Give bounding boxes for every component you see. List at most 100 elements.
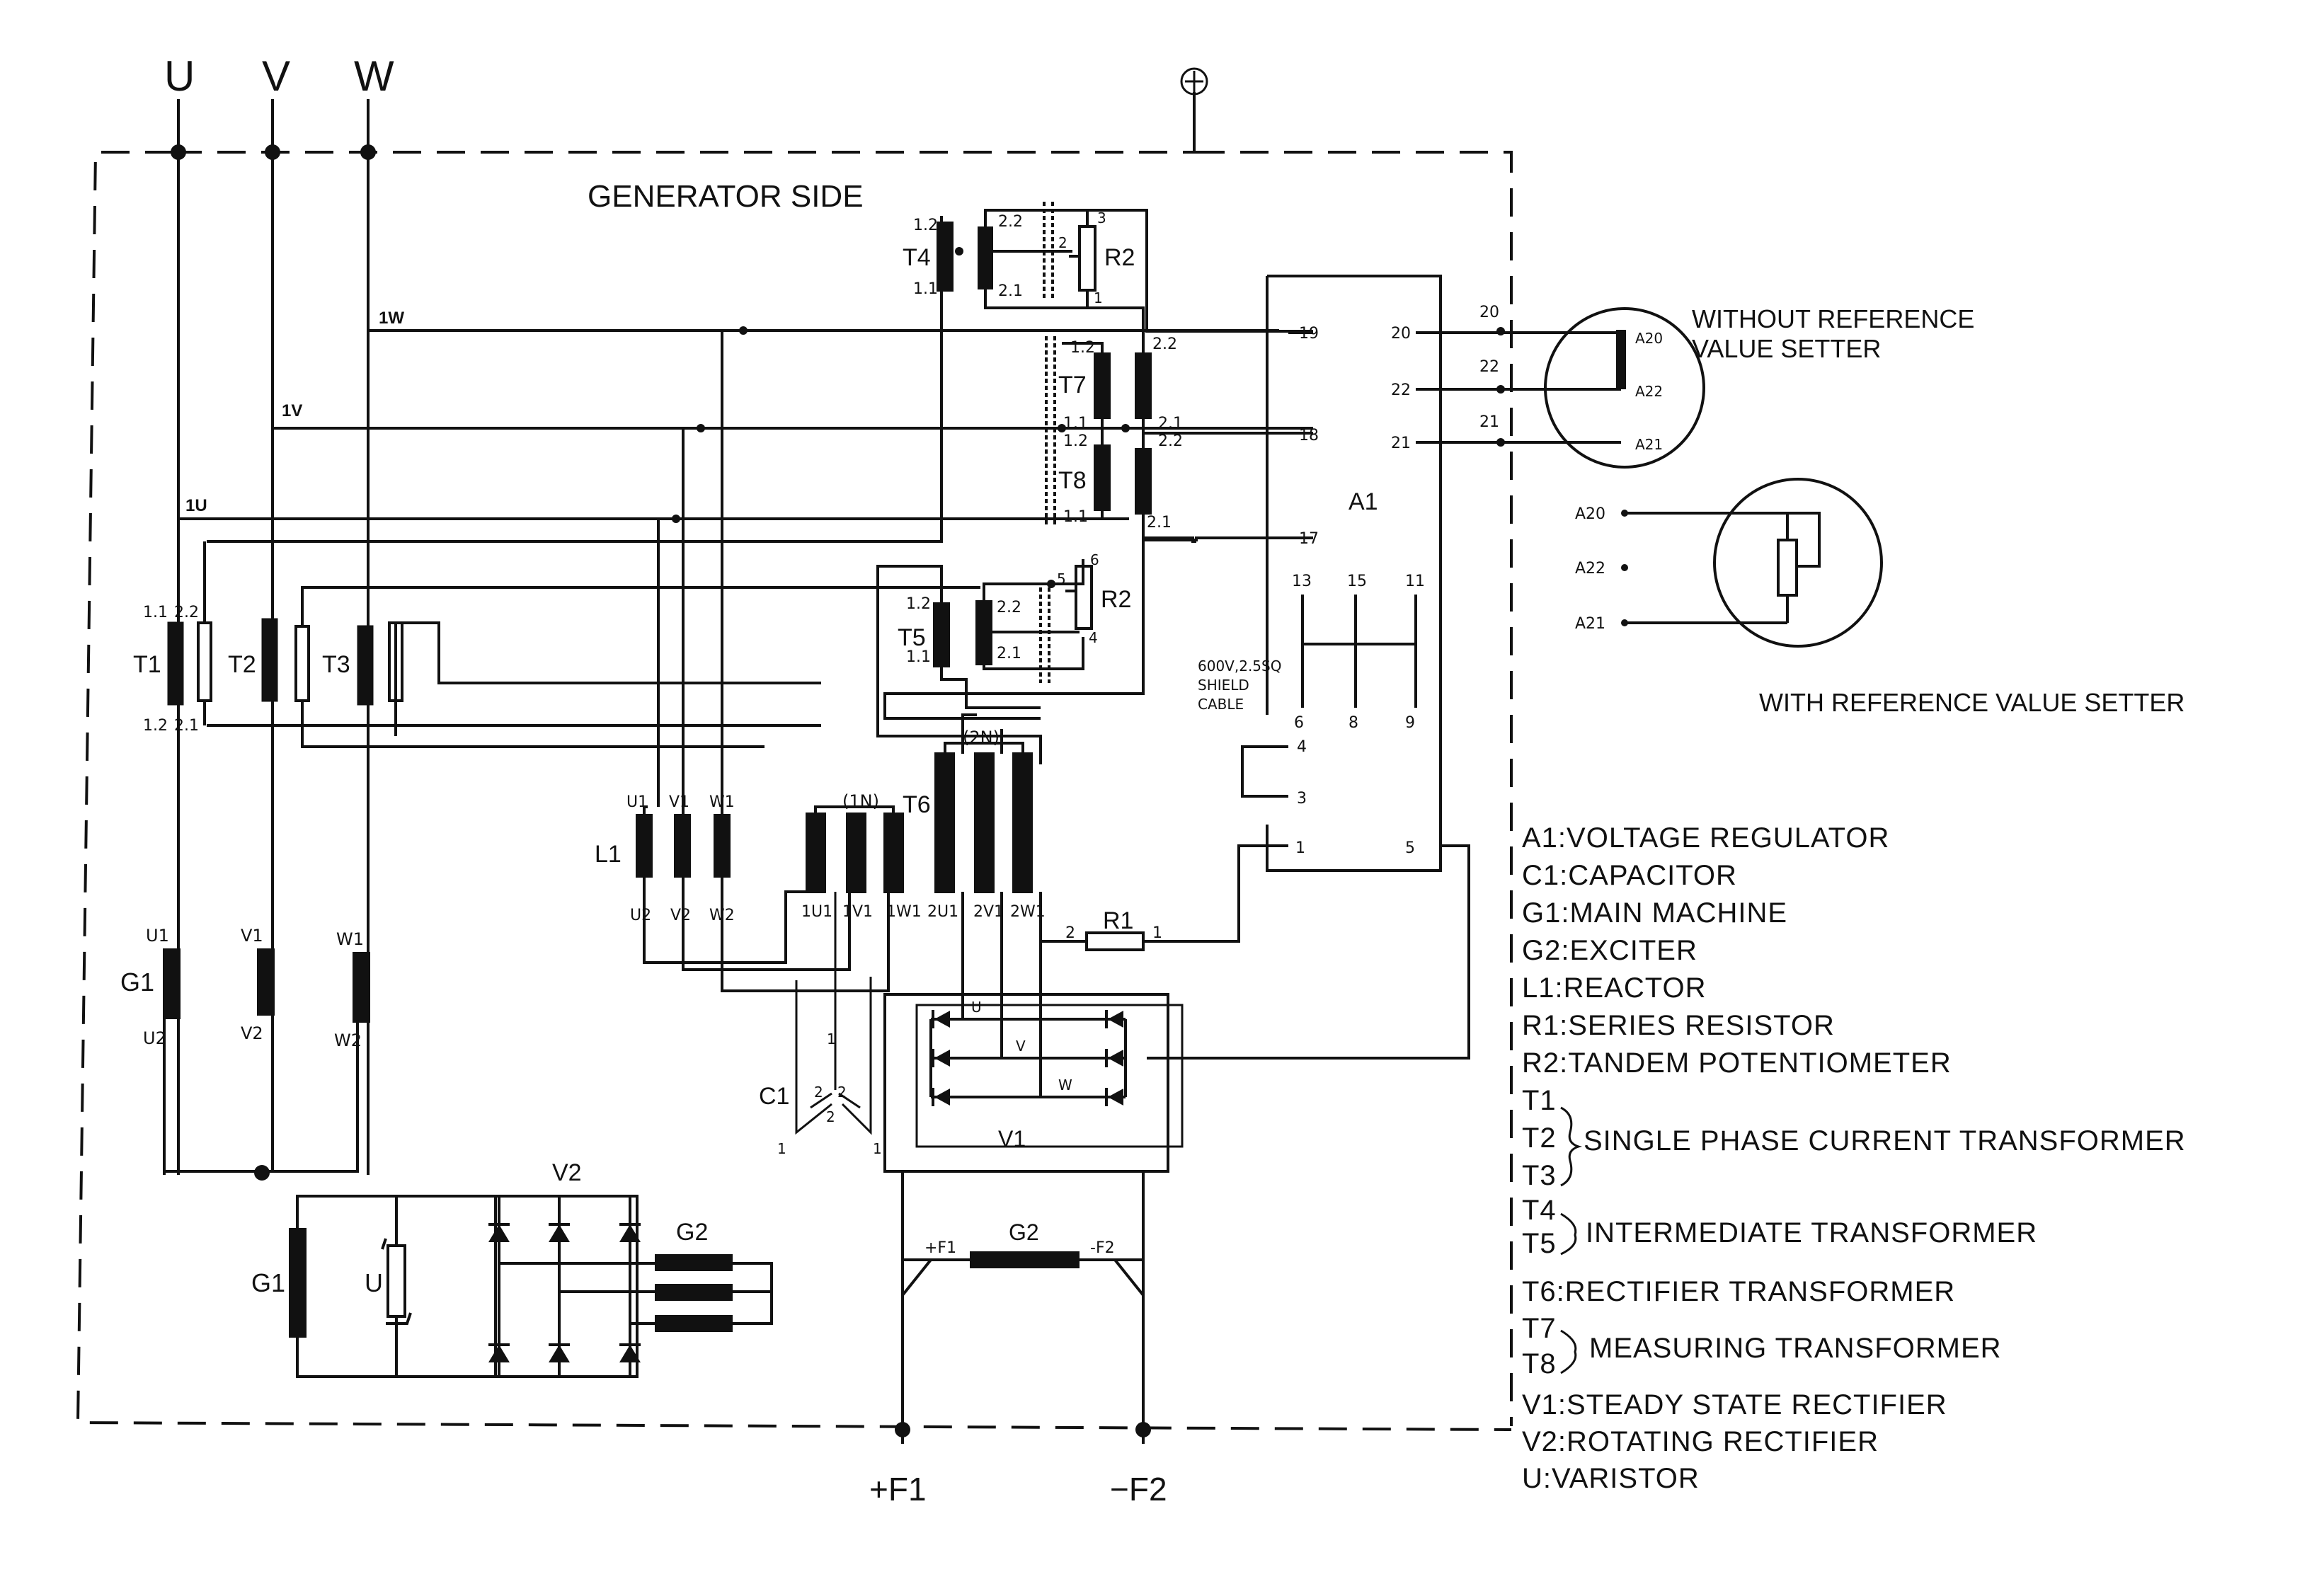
r2b-term-4: 4 — [1089, 629, 1098, 646]
ground-icon — [1180, 67, 1208, 96]
t5-term-11: 1.1 — [906, 648, 931, 666]
ext-term-21: 21 — [1479, 413, 1499, 431]
t7-label: T7 — [1058, 372, 1087, 398]
t4-term-12: 1.2 — [913, 217, 938, 234]
a1-term-18: 18 — [1299, 427, 1319, 444]
legend: A1:VOLTAGE REGULATOR C1:CAPACITOR G1:MAI… — [1522, 822, 2185, 1494]
t1-term-11: 1.1 — [143, 604, 168, 621]
legend-r1: R1:SERIES RESISTOR — [1522, 1010, 1835, 1041]
t8-term-11: 1.1 — [1063, 508, 1088, 526]
l1-term-w2: W2 — [709, 907, 735, 924]
l1-reactor — [636, 814, 731, 878]
g1-term-v1: V1 — [241, 926, 263, 946]
v1-v-label: V — [1016, 1038, 1026, 1055]
t6-term-1v1: 1V1 — [842, 903, 873, 921]
t5-term-21: 2.1 — [997, 645, 1021, 662]
g1-main-windings — [163, 948, 370, 1023]
legend-t5: T5 — [1522, 1228, 1557, 1259]
r2-top-potentiometer — [1069, 210, 1096, 308]
legend-brace-t123 — [1560, 1106, 1583, 1187]
t7-term-21: 2.1 — [1158, 415, 1183, 432]
generator-side-label: GENERATOR SIDE — [588, 179, 864, 214]
a1-term-21: 21 — [1391, 435, 1411, 452]
c1-capacitor — [795, 892, 872, 1135]
n2-label: (2N) — [963, 728, 1000, 747]
a1-label: A1 — [1349, 488, 1378, 515]
t8-term-21: 2.1 — [1147, 514, 1172, 532]
legend-t3: T3 — [1522, 1160, 1557, 1191]
a1-term-22: 22 — [1391, 381, 1411, 399]
legend-t7: T7 — [1522, 1313, 1557, 1344]
legend-brace-t78 — [1560, 1329, 1577, 1374]
r2b-term-5: 5 — [1057, 570, 1066, 587]
g1-term-u2: U2 — [143, 1028, 166, 1048]
phase-v-label: V — [262, 52, 290, 100]
l1-term-v1: V1 — [669, 793, 689, 811]
t3-label: T3 — [322, 651, 350, 678]
r1-term-1: 1 — [1152, 924, 1162, 942]
generator-side-boundary — [76, 151, 1513, 1431]
setter-a20: A20 — [1635, 330, 1663, 347]
g1-rotor-winding — [289, 1228, 307, 1338]
a1-term-15: 15 — [1347, 573, 1367, 590]
t7-term-12: 1.2 — [1070, 339, 1095, 357]
t7-term-11: 1.1 — [1063, 415, 1088, 432]
t8-term-22: 2.2 — [1158, 432, 1183, 450]
bus-1v-label: 1V — [282, 401, 302, 420]
t5-term-22: 2.2 — [997, 599, 1021, 616]
t5-term-12: 1.2 — [906, 595, 931, 613]
setter-a21: A21 — [1635, 436, 1663, 453]
v1-rectifier — [883, 993, 1184, 1173]
t-ct-wiring — [203, 541, 397, 747]
legend-v1: V1:STEADY STATE RECTIFIER — [1522, 1389, 1947, 1420]
l1-term-v2: V2 — [670, 907, 691, 924]
a1-term-13: 13 — [1292, 573, 1312, 590]
v1-u-label: U — [971, 999, 982, 1016]
t7-term-22: 2.2 — [1152, 335, 1177, 353]
t5-wiring — [876, 559, 1084, 764]
c1-label: C1 — [759, 1083, 789, 1110]
t4-term-21: 2.1 — [998, 282, 1023, 300]
t6-term-2v1: 2V1 — [973, 903, 1004, 921]
output-f2-label: −F2 — [1110, 1471, 1167, 1508]
varistor-u-label: U — [365, 1268, 383, 1297]
legend-t78: MEASURING TRANSFORMER — [1589, 1333, 2002, 1364]
legend-t6: T6:RECTIFIER TRANSFORMER — [1522, 1276, 1955, 1307]
t6-term-1u1: 1U1 — [801, 903, 832, 921]
r1-series-resistor — [1041, 931, 1235, 951]
c1-term-2a: 2 — [814, 1084, 823, 1101]
t4-label: T4 — [903, 244, 931, 271]
a1-term-17: 17 — [1299, 530, 1319, 548]
legend-brace-t45 — [1560, 1212, 1577, 1256]
r2a-term-1: 1 — [1094, 289, 1103, 306]
t4-wiring — [883, 209, 1313, 720]
t1-term-22: 2.2 — [174, 604, 199, 621]
a1-term-8: 8 — [1349, 714, 1358, 732]
t4-term-22: 2.2 — [998, 213, 1023, 231]
t1-term-21: 2.1 — [174, 717, 199, 735]
a1-term-1: 1 — [1295, 839, 1305, 857]
varistor-icon — [381, 1238, 412, 1325]
legend-t45: INTERMEDIATE TRANSFORMER — [1586, 1217, 2037, 1248]
r2-bottom-potentiometer — [1065, 565, 1093, 630]
v2-diodes — [488, 1223, 641, 1362]
g1-term-u1: U1 — [146, 926, 169, 946]
r2-bottom-label: R2 — [1101, 586, 1131, 613]
l1-term-u2: U2 — [630, 907, 651, 924]
setter-a22: A22 — [1635, 383, 1663, 400]
v1-label: V1 — [998, 1126, 1026, 1152]
a1-term-5: 5 — [1405, 839, 1415, 857]
v1-diodes — [932, 1010, 1123, 1106]
r2a-term-3: 3 — [1097, 209, 1106, 226]
legend-g2: G2:EXCITER — [1522, 935, 1697, 966]
a1-term-20: 20 — [1391, 325, 1411, 343]
c1-term-2c: 2 — [826, 1108, 835, 1125]
r2a-term-2: 2 — [1058, 234, 1067, 251]
t6-rectifier-transformer — [806, 752, 1033, 893]
g1-term-w1: W1 — [336, 929, 364, 949]
a1-term-3: 3 — [1297, 790, 1307, 808]
legend-v2: V2:ROTATING RECTIFIER — [1522, 1426, 1879, 1457]
bus-1u-label: 1U — [185, 496, 207, 515]
setter-b21: A21 — [1575, 615, 1605, 633]
